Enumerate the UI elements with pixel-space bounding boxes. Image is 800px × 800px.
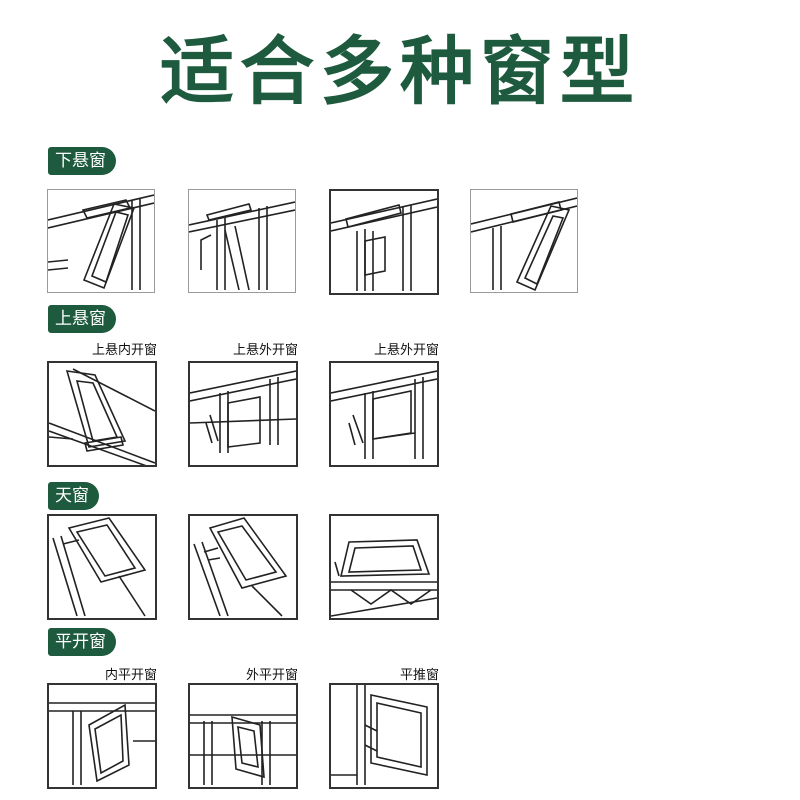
inward-casement-diagram xyxy=(47,683,157,789)
skylight-diagram-3 xyxy=(329,514,439,620)
section-label-top-hung: 上悬窗 xyxy=(48,305,116,333)
outward-casement-diagram xyxy=(188,683,298,789)
section-label-casement: 平开窗 xyxy=(48,628,116,656)
top-hung-outward-diagram-2 xyxy=(329,361,439,467)
caption-top-hung-inward: 上悬内开窗 xyxy=(91,343,157,358)
bottom-hung-diagram-2 xyxy=(188,189,296,293)
section-label-skylight: 天窗 xyxy=(48,482,99,510)
bottom-hung-diagram-3 xyxy=(329,189,439,295)
skylight-diagram-2 xyxy=(188,514,298,620)
top-hung-inward-diagram xyxy=(47,361,157,467)
caption-outward-casement: 外平开窗 xyxy=(245,668,298,683)
skylight-diagram-1 xyxy=(47,514,157,620)
caption-top-hung-outward-2: 上悬外开窗 xyxy=(373,343,439,358)
bottom-hung-diagram-4 xyxy=(470,189,578,293)
section-label-bottom-hung: 下悬窗 xyxy=(48,147,116,175)
caption-parallel-push-window: 平推窗 xyxy=(399,668,439,683)
top-hung-outward-diagram-1 xyxy=(188,361,298,467)
page-title: 适合多种窗型 xyxy=(160,29,640,115)
bottom-hung-diagram-1 xyxy=(47,189,155,293)
caption-top-hung-outward-1: 上悬外开窗 xyxy=(232,343,298,358)
caption-inward-casement: 内平开窗 xyxy=(104,668,157,683)
parallel-push-window-diagram xyxy=(329,683,439,789)
